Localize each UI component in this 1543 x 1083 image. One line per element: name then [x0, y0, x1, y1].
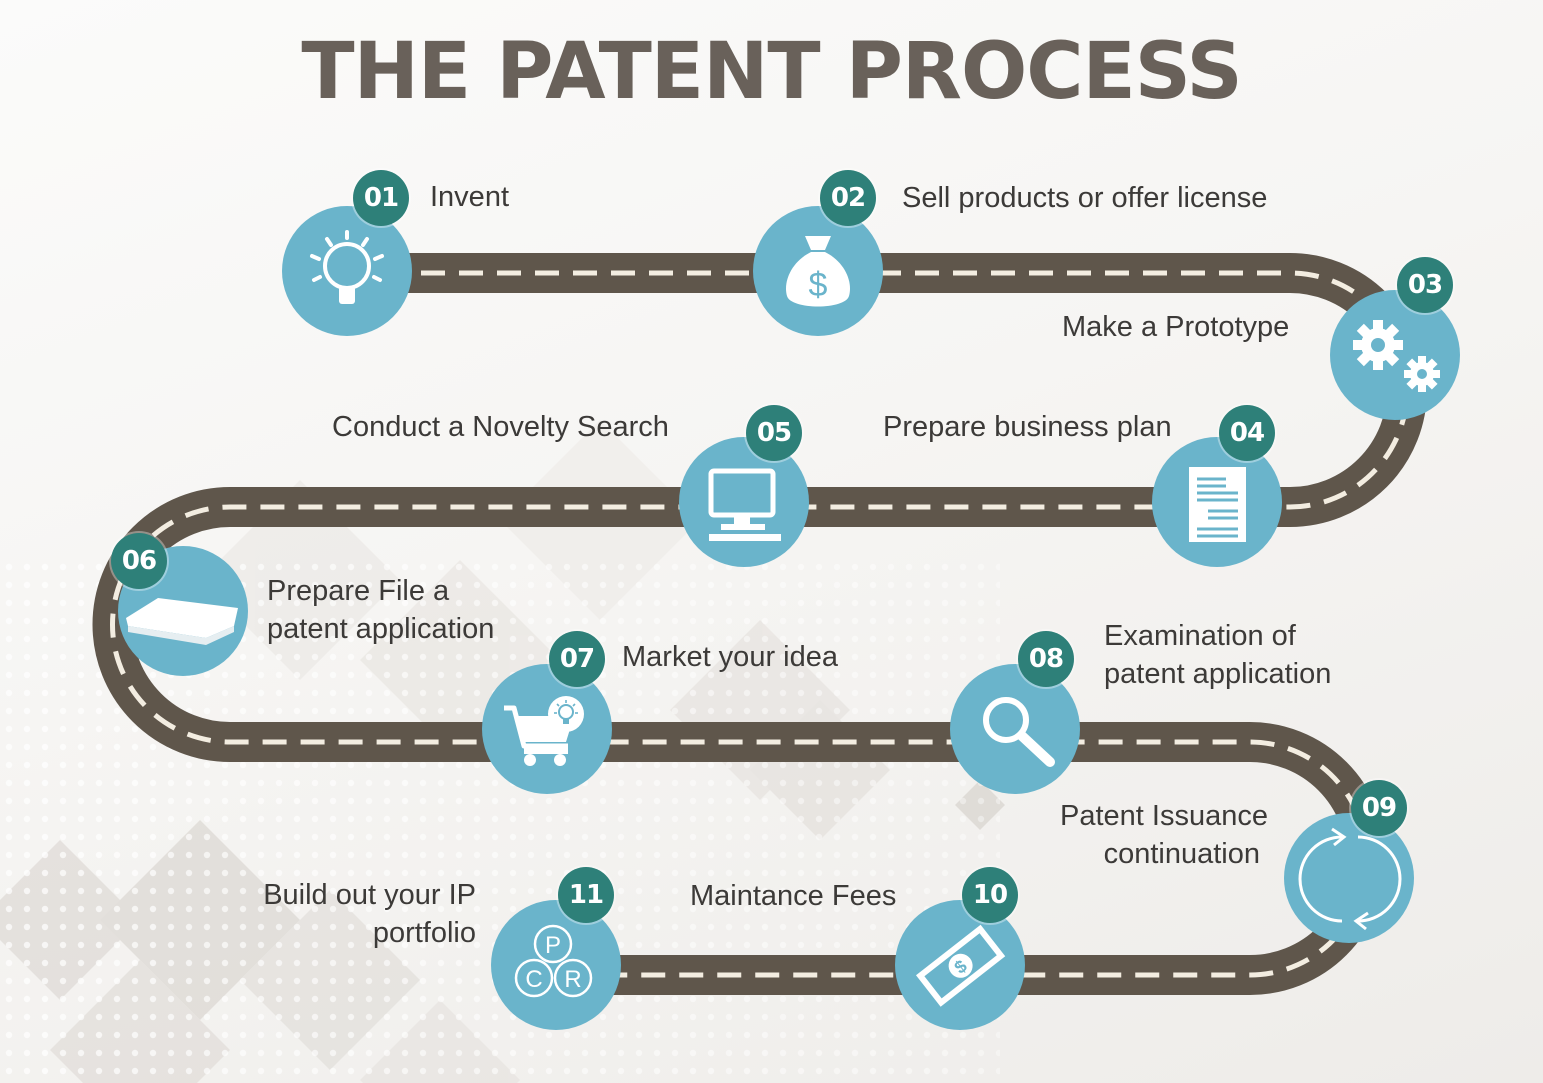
banknote-icon: $	[915, 924, 1006, 1007]
paper-stack-icon	[126, 598, 238, 645]
step-11-label: Build out your IP portfolio	[240, 876, 476, 952]
step-02-label: Sell products or offer license	[902, 182, 1268, 214]
svg-text:$: $	[809, 266, 828, 304]
money-bag-icon: $	[786, 236, 850, 307]
step-04-badge: 04	[1219, 405, 1275, 461]
step-11-badge: 11	[558, 867, 614, 923]
step-09-badge: 09	[1351, 780, 1407, 836]
step-07-circle	[482, 664, 612, 794]
step-06-label-line1: Prepare File a	[267, 575, 450, 607]
step-09-label: Patent Issuance continuation	[1040, 797, 1268, 873]
cycle-arrows-icon	[1298, 827, 1402, 931]
pcr-letter-c: C	[525, 966, 542, 993]
gears-icon	[1353, 320, 1440, 392]
step-08-label: Examination of patent application	[1104, 617, 1331, 693]
computer-icon	[708, 468, 781, 541]
page-title: THE PATENT PROCESS	[301, 27, 1242, 117]
step-08-badge: 08	[1018, 631, 1074, 687]
step-02-badge: 02	[820, 170, 876, 226]
step-06-badge: 06	[111, 533, 167, 589]
step-11-circle: P C R	[491, 900, 621, 1030]
step-01-circle	[282, 206, 412, 336]
step-01-label: Invent	[430, 181, 509, 213]
step-10-circle: $	[895, 900, 1025, 1030]
magnifier-icon	[983, 697, 1055, 767]
step-10-badge: 10	[962, 867, 1018, 923]
step-03-badge: 03	[1397, 257, 1453, 313]
step-08-label-line2: patent application	[1104, 658, 1332, 690]
step-09-label-line2: continuation	[1103, 838, 1260, 870]
pcr-letter-r: R	[564, 966, 581, 993]
pcr-circles-icon: P C R	[514, 924, 593, 998]
step-04-label: Prepare business plan	[883, 411, 1172, 443]
step-09-label-line1: Patent Issuance	[1060, 800, 1268, 832]
step-07-badge: 07	[549, 631, 605, 687]
step-06-label: Prepare File a patent application	[267, 572, 494, 648]
step-06-label-line2: patent application	[267, 613, 495, 645]
pcr-letter-p: P	[545, 932, 561, 959]
step-09-circle	[1284, 813, 1414, 943]
step-04-circle	[1152, 437, 1282, 567]
step-08-label-line1: Examination of	[1104, 620, 1296, 652]
step-03-circle	[1330, 290, 1460, 420]
step-08-circle	[950, 664, 1080, 794]
step-05-circle	[679, 437, 809, 567]
lightbulb-icon	[310, 230, 384, 304]
step-07-label: Market your idea	[622, 641, 838, 673]
shopping-cart-idea-icon	[504, 696, 584, 766]
step-11-label-line2: portfolio	[372, 917, 476, 949]
document-icon	[1189, 467, 1246, 542]
step-10-label: Maintance Fees	[690, 880, 897, 912]
step-03-label: Make a Prototype	[1062, 311, 1290, 343]
step-05-badge: 05	[746, 405, 802, 461]
step-02-circle: $	[753, 206, 883, 336]
step-11-label-line1: Build out your IP	[263, 879, 476, 911]
step-01-badge: 01	[353, 170, 409, 226]
step-05-label: Conduct a Novelty Search	[332, 411, 669, 443]
